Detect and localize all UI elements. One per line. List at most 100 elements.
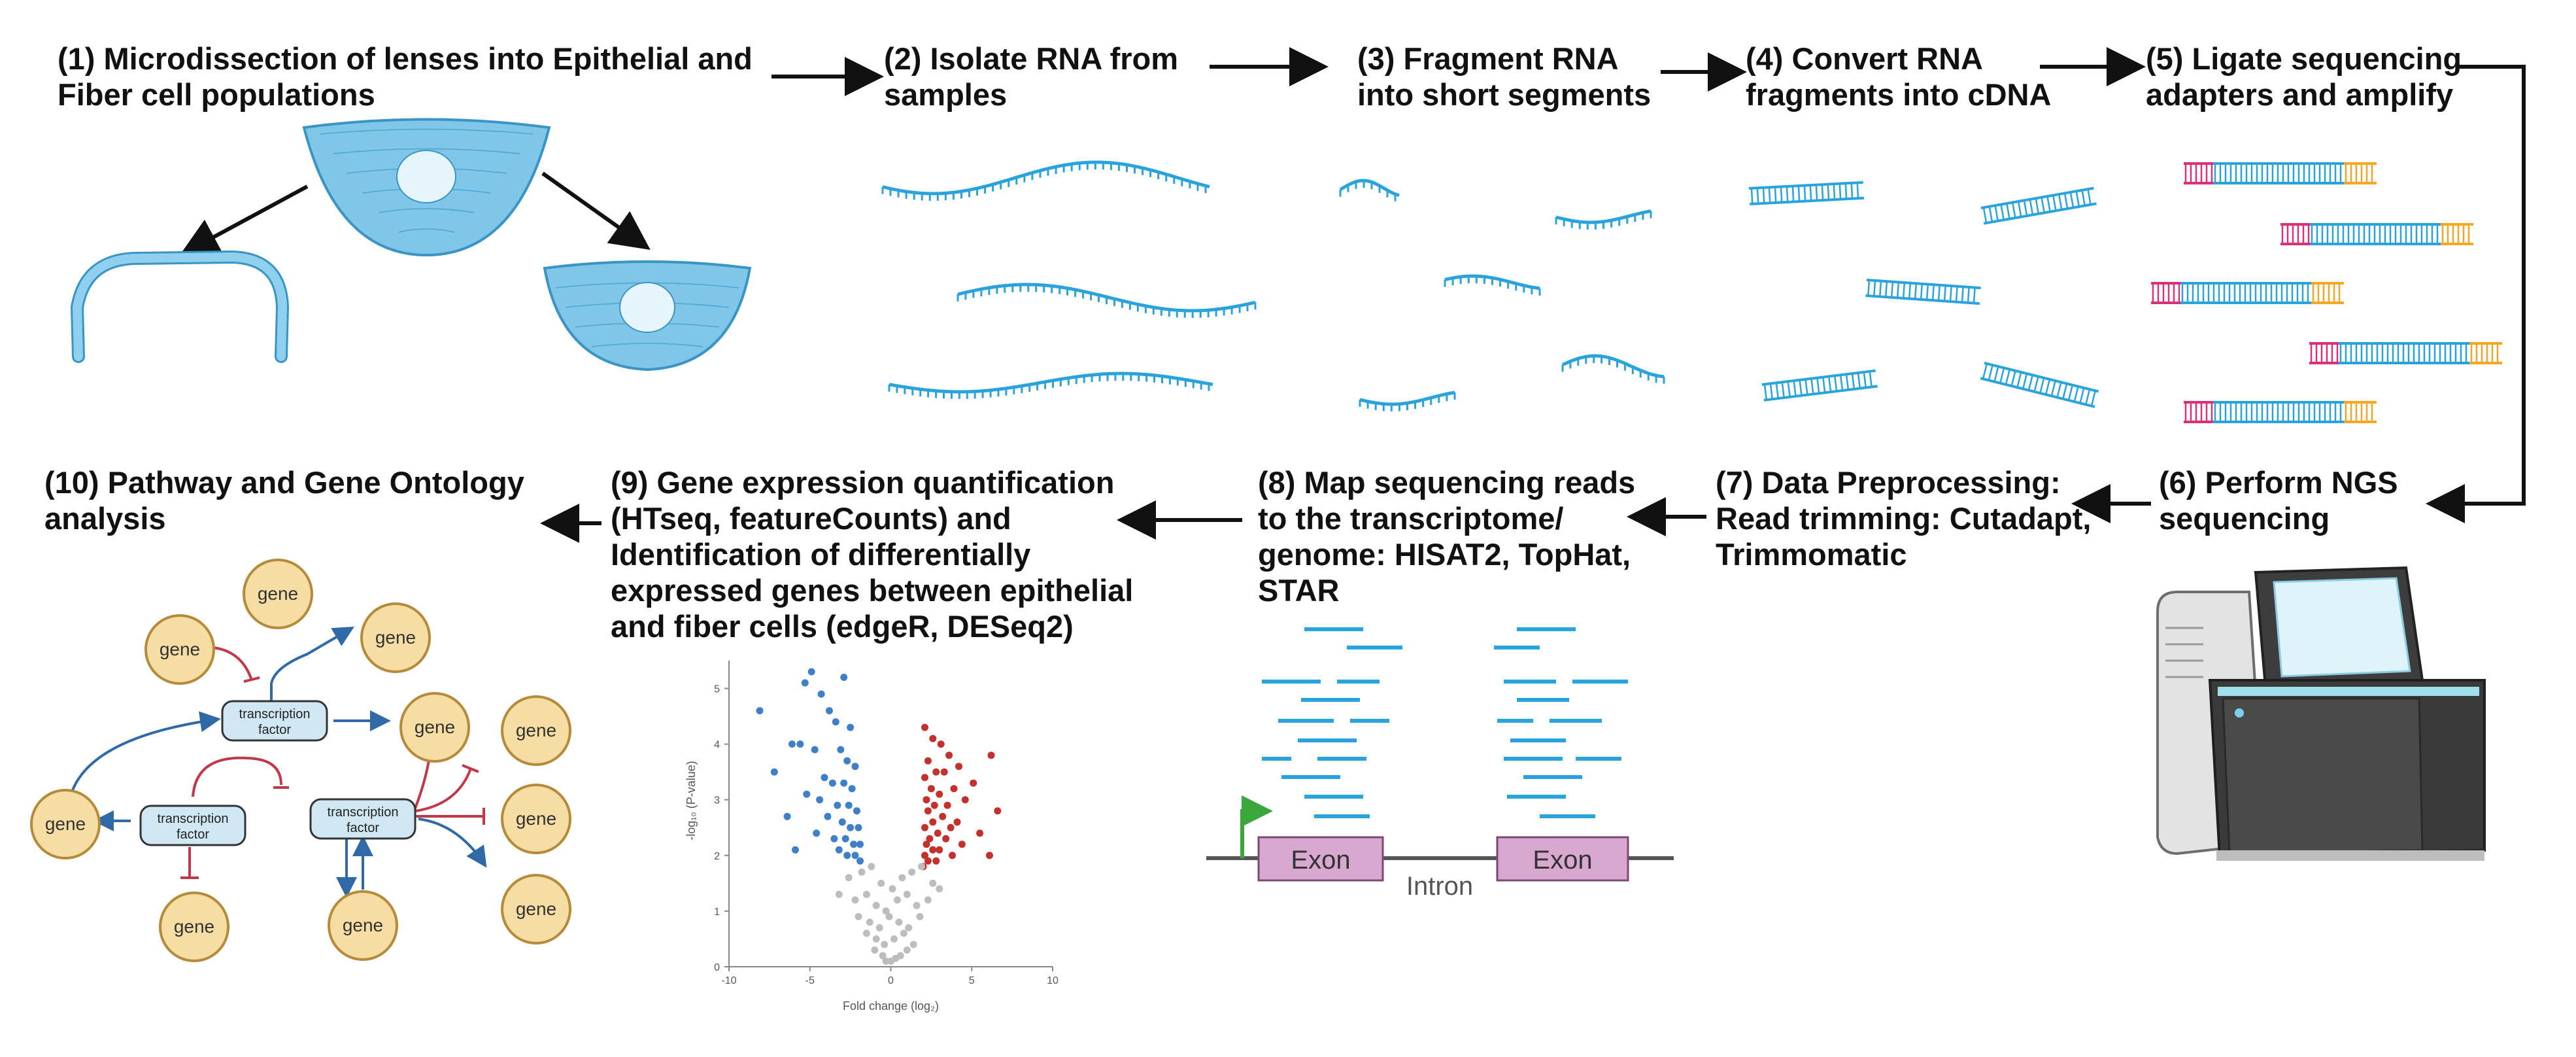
rna-fragment xyxy=(1444,274,1541,296)
transcription-factor-node xyxy=(221,700,328,742)
gene-label: gene xyxy=(45,814,86,834)
transcription-factor-node xyxy=(309,798,416,840)
scatter-point xyxy=(921,852,928,859)
scatter-point xyxy=(987,752,995,759)
scatter-point xyxy=(837,746,845,754)
rna-strand xyxy=(888,372,1213,399)
scatter-point xyxy=(949,852,956,859)
scatter-point xyxy=(889,885,896,893)
scatter-point xyxy=(885,912,893,920)
ligated-fragment xyxy=(2151,282,2344,304)
scatter-point xyxy=(845,874,853,882)
flow-arrows xyxy=(540,47,2526,543)
epithelial-cells-icon xyxy=(70,250,290,363)
scatter-point xyxy=(942,835,950,842)
gene-label: gene xyxy=(258,583,298,604)
gene-node xyxy=(399,692,470,763)
scatter-point xyxy=(934,829,941,837)
gene-label: gene xyxy=(516,720,556,740)
y-axis-label: -log₁₀ (P-value) xyxy=(685,761,698,840)
scatter-point xyxy=(872,935,880,943)
scatter-point xyxy=(835,846,843,854)
scatter-point xyxy=(943,801,951,809)
scatter-point xyxy=(882,958,890,965)
scatter-point xyxy=(994,807,1002,815)
scatter-point xyxy=(900,929,907,937)
scatter-point xyxy=(821,774,828,782)
scatter-point xyxy=(890,935,898,943)
scatter-point xyxy=(838,818,846,826)
gene-label: gene xyxy=(160,639,200,659)
x-axis-label: Fold change (log₂) xyxy=(843,999,939,1013)
y-tick-label: 1 xyxy=(714,907,720,918)
x-tick-label: -5 xyxy=(805,975,815,986)
scatter-point xyxy=(924,896,932,904)
scatter-point xyxy=(929,879,937,887)
scatter-point xyxy=(918,863,925,871)
cdna-strand xyxy=(1980,362,2099,408)
cdna-strand xyxy=(1865,279,1981,305)
gene-node xyxy=(243,559,313,629)
scatter-point xyxy=(923,796,930,804)
scatter-point xyxy=(945,752,953,759)
tf-label-line2: factor xyxy=(177,827,209,842)
transcription-factor-node xyxy=(139,805,246,846)
scatter-point xyxy=(898,874,906,882)
y-tick-label: 3 xyxy=(714,795,720,806)
arrow-5-to-6 xyxy=(2426,65,2526,523)
step-5-label: (5) Ligate sequencing adapters and ampli… xyxy=(2146,41,2462,112)
tf-label-line1: transcription xyxy=(158,812,229,826)
scatter-point xyxy=(929,818,937,826)
scatter-point xyxy=(929,846,937,854)
scatter-point xyxy=(930,801,938,809)
scatter-point xyxy=(892,954,900,962)
scatter-point xyxy=(958,840,966,848)
y-tick-label: 0 xyxy=(714,962,720,973)
scatter-point xyxy=(801,679,809,687)
exon-box-1 xyxy=(1257,836,1384,882)
cdna-strand xyxy=(1748,181,1865,205)
scatter-point xyxy=(843,852,851,859)
scatter-point xyxy=(847,723,855,731)
scatter-point xyxy=(923,840,930,848)
scatter-point xyxy=(924,857,932,865)
scatter-point xyxy=(817,690,825,698)
lens-illustration xyxy=(70,118,752,372)
lens-nucleus-icon xyxy=(396,150,456,203)
gene-node xyxy=(360,602,431,673)
step-10-label: (10) Pathway and Gene Ontology analysis xyxy=(44,465,524,536)
scatter-point xyxy=(832,718,839,726)
ligated-fragment xyxy=(2184,162,2377,184)
gene-node xyxy=(501,784,571,854)
scatter-point xyxy=(936,885,943,893)
tf-label-line2: factor xyxy=(347,821,379,835)
scatter-point xyxy=(850,840,858,848)
ligated-fragment xyxy=(2280,223,2473,245)
gene-node xyxy=(501,695,571,766)
scatter-point xyxy=(855,912,862,920)
scatter-point xyxy=(851,852,859,859)
scatter-point xyxy=(871,946,879,954)
gene-node xyxy=(328,890,398,961)
tf-label-line2: factor xyxy=(258,723,291,737)
step-1-label: (1) Microdissection of lenses into Epith… xyxy=(58,41,753,112)
rna-strand xyxy=(881,160,1210,201)
step-4-label: (4) Convert RNA fragments into cDNA xyxy=(1746,41,2052,112)
aligned-reads xyxy=(1262,627,1628,818)
scatter-point xyxy=(903,890,911,898)
scatter-point xyxy=(851,896,859,904)
scatter-point xyxy=(807,668,815,676)
intron-label: Intron xyxy=(1406,872,1473,901)
arrow-to-fiber xyxy=(541,171,651,250)
gene-label: gene xyxy=(343,915,383,935)
exon-label-1: Exon xyxy=(1291,846,1350,875)
scatter-point xyxy=(856,840,864,848)
ligated-fragment xyxy=(2309,342,2502,364)
cdna-strand xyxy=(1761,369,1878,402)
scatter-point xyxy=(950,785,958,793)
y-tick-label: 2 xyxy=(714,851,720,862)
scatter-point xyxy=(828,779,836,787)
